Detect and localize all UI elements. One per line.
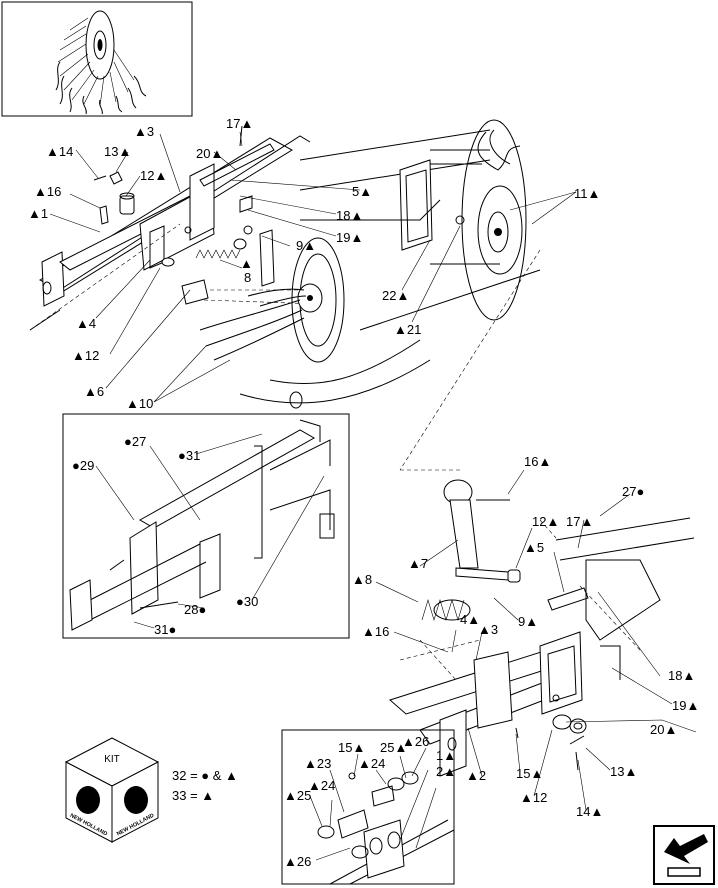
callout-12-bottom: ▲12 [520,790,547,805]
callout-21: ▲21 [394,322,421,337]
legend-kit-32: 32 = ● & ▲ [172,768,238,783]
upper-frame-assembly [29,125,319,331]
lower-right-assembly [389,479,695,777]
callout-14-top: ▲14 [46,144,73,159]
callout-27-right: 27● [622,484,644,499]
callout-23: ▲23 [304,756,331,771]
callout-14-right: 14▲ [576,804,603,819]
lower-center-inset [281,729,455,885]
callout-labels: ▲14 13▲ ▲3 20▲ 17▲ 12▲ ▲16 ▲1 5▲ 11▲ 18▲… [28,116,699,869]
callout-8-right: ▲8 [352,572,372,587]
callout-8-top: ▲ [240,256,253,271]
callout-16-lower: ▲16 [362,624,389,639]
callout-3-right: ▲3 [478,622,498,637]
callout-5-right: ▲5 [524,540,544,555]
callout-4-top: ▲4 [76,316,96,331]
callout-31-inset-bottom: 31● [154,622,176,637]
kit-label: KIT [104,754,120,765]
callout-31-inset-top: ●31 [178,448,200,463]
kit-box-icon: KIT NEW HOLLAND NEW HOLLAND [64,737,160,843]
callout-26-inset-top: ▲26 [402,734,429,749]
lower-left-inset [62,413,350,639]
callout-25-inset-left: ▲25 [284,788,311,803]
callout-12-right: 12▲ [532,514,559,529]
callout-17-top: 17▲ [226,116,253,131]
legend-kit-33: 33 = ▲ [172,788,214,803]
callout-3-top: ▲3 [134,124,154,139]
callout-15-inset: 15▲ [338,740,365,755]
rake-wheel-large [299,119,541,471]
callout-1-inset: 1▲ [436,748,456,763]
callout-12-top: 12▲ [140,168,167,183]
callout-5-top: 5▲ [352,184,372,199]
callout-10: ▲10 [126,396,153,411]
callout-15-right: 15▲ [516,766,543,781]
callout-11: 11▲ [574,186,600,201]
callout-18-top: 18▲ [336,208,363,223]
callout-28: 28● [184,602,206,617]
callout-27-inset: ●27 [124,434,146,449]
callout-20-right: 20▲ [650,722,677,737]
callout-29: ●29 [72,458,94,473]
leader-lines [49,131,697,861]
callout-30: ●30 [236,594,258,609]
rake-wheel-small [199,237,431,409]
callout-20-top: 20▲ [196,146,223,161]
callout-12-mid: ▲12 [72,348,99,363]
callout-13-top: 13▲ [104,144,131,159]
callout-24-inset-left: ▲24 [308,778,335,793]
rake-wheel-thumbnail [1,1,193,117]
callout-7: ▲7 [408,556,428,571]
callout-1-top: ▲1 [28,206,48,221]
callout-17-right: 17▲ [566,514,593,529]
callout-19-top: 19▲ [336,230,363,245]
callout-9-top: 9▲ [296,238,316,253]
callout-2-inset: 2▲ [436,764,456,779]
callout-19-right: 19▲ [672,698,699,713]
callout-26-inset-bottom: ▲26 [284,854,311,869]
callout-4-right: 4▲ [460,612,480,627]
callout-16-right: 16▲ [524,454,551,469]
callout-13-right: 13▲ [610,764,637,779]
callout-24-inset-top: ▲24 [358,756,385,771]
next-page-arrow-icon[interactable] [653,825,715,885]
callout-6: ▲6 [84,384,104,399]
callout-9-right: 9▲ [518,614,538,629]
callout-2-right: ▲2 [466,768,486,783]
callout-25-inset-top: 25▲ [380,740,407,755]
callout-18-right: 18▲ [668,668,695,683]
callout-22: 22▲ [382,288,409,303]
callout-16-top: ▲16 [34,184,61,199]
callout-8-top-num: 8 [244,270,251,285]
